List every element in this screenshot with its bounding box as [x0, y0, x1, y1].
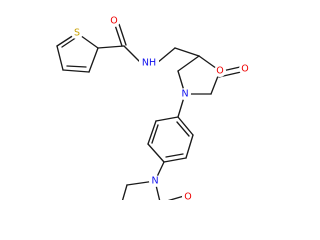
amide-nitrogen-label: NH — [142, 58, 156, 69]
bond — [123, 45, 142, 64]
bond — [62, 69, 90, 73]
bond — [118, 23, 127, 46]
oxazolidinone-nitrogen-label: N — [181, 89, 188, 100]
oxazolidinone-ring-oxygen-label: O — [216, 66, 223, 77]
bond — [61, 36, 78, 48]
bond — [56, 45, 64, 71]
bond — [147, 143, 165, 163]
bond — [177, 116, 194, 136]
bond — [147, 120, 157, 145]
bond — [151, 124, 159, 144]
bond — [163, 157, 187, 163]
bond — [97, 45, 125, 49]
bond — [155, 116, 179, 122]
bond — [114, 24, 123, 47]
pyrrolidinone-nitrogen-label: N — [151, 176, 158, 187]
structure-diagram: S O NH O O N N O — [56, 15, 251, 200]
thiophene-sulfur-label: S — [74, 28, 80, 39]
amide-oxygen-label: O — [110, 16, 117, 27]
pyrrolidinone-carbonyl-oxygen-label: O — [184, 192, 191, 201]
bond — [185, 134, 194, 159]
bond — [177, 55, 200, 72]
molecule-canvas: S O NH O O N N O — [56, 15, 251, 200]
bond — [174, 47, 200, 57]
bond — [156, 47, 176, 64]
bond — [66, 65, 87, 68]
bond — [165, 153, 184, 158]
atom-labels: S O NH O O N N O — [71, 15, 251, 200]
bond — [88, 47, 99, 73]
oxazolidinone-carbonyl-oxygen-label: O — [241, 64, 248, 75]
bonds — [56, 23, 242, 200]
bond — [121, 184, 128, 200]
bond — [167, 195, 185, 200]
bond — [176, 121, 190, 137]
